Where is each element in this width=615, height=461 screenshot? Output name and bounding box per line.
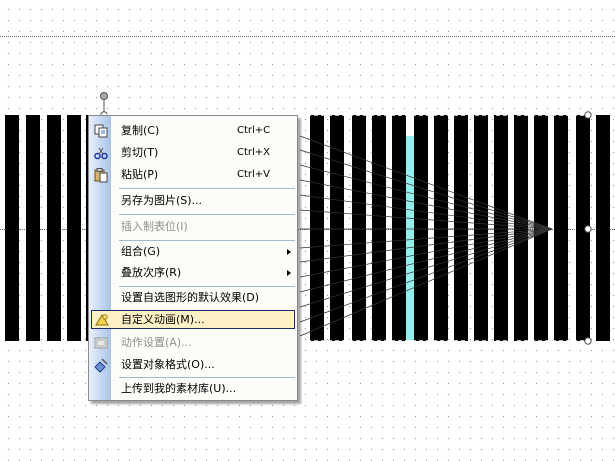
stripe-shape[interactable] <box>26 115 40 341</box>
stripe-shape[interactable] <box>414 115 428 341</box>
format-object-icon <box>94 358 108 373</box>
motion-path-line <box>299 209 553 230</box>
menu-item-label: 粘贴(P) <box>121 168 159 181</box>
motion-path-lines <box>299 135 553 337</box>
menu-item-label: 组合(G) <box>121 245 161 258</box>
stripe-shape[interactable] <box>392 115 406 341</box>
stripe-shape[interactable] <box>310 115 324 341</box>
menu-item-shortcut: Ctrl+X <box>237 147 271 158</box>
motion-path-line <box>299 228 553 308</box>
motion-path-line <box>299 228 553 278</box>
menu-item-cut[interactable]: 剪切(T) Ctrl+X <box>89 142 297 164</box>
stripe-shape[interactable] <box>494 115 508 341</box>
motion-path-line <box>299 228 553 337</box>
menu-item-copy[interactable]: 复制(C) Ctrl+C <box>89 120 297 142</box>
stripe-shape[interactable] <box>596 115 610 341</box>
menu-item-format-object[interactable]: 设置对象格式(O)... <box>89 354 297 376</box>
menu-item-paste[interactable]: 粘贴(P) Ctrl+V <box>89 164 297 186</box>
stripe-shape[interactable] <box>474 115 488 341</box>
motion-path-line <box>299 149 553 230</box>
action-settings-icon <box>94 337 108 349</box>
motion-path-line <box>299 135 553 230</box>
stripe-shape[interactable] <box>576 115 590 341</box>
menu-item-label: 叠放次序(R) <box>121 266 182 279</box>
submenu-arrow-icon <box>287 249 291 255</box>
menu-separator <box>119 188 295 189</box>
submenu-arrow-icon <box>287 270 291 276</box>
copy-icon <box>94 124 108 138</box>
motion-path-line <box>299 228 553 263</box>
menu-separator <box>119 214 295 215</box>
motion-path-line <box>299 228 553 293</box>
context-menu[interactable]: 复制(C) Ctrl+C 剪切(T) Ctrl+X 粘贴(P) Ctrl+V 另… <box>88 115 298 401</box>
menu-item-label: 上传到我的素材库(U)... <box>121 382 237 395</box>
menu-item-label: 设置对象格式(O)... <box>121 358 215 371</box>
stripe-shape[interactable] <box>5 115 19 341</box>
menu-item-label: 另存为图片(S)... <box>121 194 203 207</box>
guide-line <box>0 229 615 230</box>
stripe-shape[interactable] <box>330 115 344 341</box>
selected-stripe-fill <box>406 136 414 340</box>
stripe-shape[interactable] <box>47 115 61 341</box>
motion-path-line <box>299 194 553 230</box>
menu-separator <box>119 240 295 241</box>
menu-item-label: 复制(C) <box>121 124 160 137</box>
cut-icon <box>94 147 108 160</box>
menu-item-shortcut: Ctrl+C <box>237 125 271 136</box>
menu-icon-strip <box>89 116 111 400</box>
menu-item-action-settings: 动作设置(A)... <box>89 332 297 354</box>
menu-item-group[interactable]: 组合(G) <box>89 241 297 263</box>
menu-item-label: 插入制表位(I) <box>121 220 188 233</box>
menu-item-custom-animation[interactable]: 自定义动画(M)... <box>89 309 297 331</box>
menu-item-order[interactable]: 叠放次序(R) <box>89 262 297 284</box>
custom-animation-icon <box>95 314 109 326</box>
menu-item-save-as-picture[interactable]: 另存为图片(S)... <box>89 190 297 212</box>
menu-highlight <box>91 310 295 329</box>
menu-item-label: 动作设置(A)... <box>121 336 192 349</box>
menu-item-label: 自定义动画(M)... <box>121 313 205 326</box>
motion-path-line <box>299 228 553 323</box>
stripe-shape[interactable] <box>67 115 81 341</box>
menu-item-upload-to-library[interactable]: 上传到我的素材库(U)... <box>89 378 297 400</box>
menu-separator <box>119 377 295 378</box>
paste-icon <box>94 168 108 183</box>
menu-item-label: 剪切(T) <box>121 146 159 159</box>
menu-item-set-default-effect[interactable]: 设置自选图形的默认效果(D) <box>89 287 297 309</box>
stripe-shape[interactable] <box>454 115 468 341</box>
menu-item-shortcut: Ctrl+V <box>237 169 271 180</box>
motion-path-line <box>299 179 553 230</box>
stripe-shape[interactable] <box>554 115 568 341</box>
stripe-shape[interactable] <box>372 115 386 341</box>
stripe-shape[interactable] <box>434 115 448 341</box>
rotation-handle <box>100 92 108 100</box>
motion-path-line <box>299 164 553 230</box>
selection-handle <box>584 225 592 233</box>
guide-line <box>0 36 615 37</box>
motion-path-line <box>299 228 553 249</box>
menu-separator <box>119 286 295 287</box>
stripe-shape[interactable] <box>514 115 528 341</box>
menu-item-insert-tab-stop: 插入制表位(I) <box>89 216 297 238</box>
stripe-shape[interactable] <box>352 115 366 341</box>
menu-item-label: 设置自选图形的默认效果(D) <box>121 291 260 304</box>
